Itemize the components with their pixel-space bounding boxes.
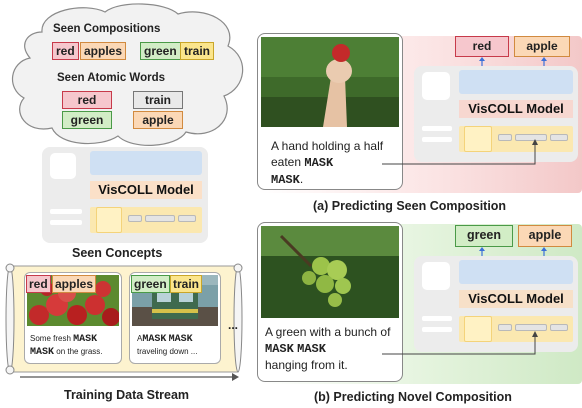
model-top-bar bbox=[90, 151, 202, 175]
green-apples-image bbox=[261, 226, 399, 318]
model-token-cell bbox=[515, 324, 547, 331]
hand-apple-image bbox=[261, 37, 399, 127]
comp-red-tag: red bbox=[52, 42, 79, 60]
model-image-slot bbox=[422, 262, 450, 290]
seen-atomic-title: Seen Atomic Words bbox=[57, 72, 165, 84]
viscoll-model-panel-a: VisCOLL Model bbox=[414, 66, 578, 162]
card2-text-b: traveling down ... bbox=[137, 347, 198, 356]
panel-a-output-red: red bbox=[455, 36, 509, 57]
card1-mask-1: MASK bbox=[73, 334, 98, 345]
panel-a-caption: (a) Predicting Seen Composition bbox=[313, 199, 507, 213]
panel-b-model-label: VisCOLL Model bbox=[459, 290, 573, 308]
card2-mask-2: MASK bbox=[168, 334, 193, 345]
card2-train-tag: train bbox=[170, 275, 203, 293]
comp-green-tag: green bbox=[140, 42, 181, 60]
panel-b-mask-2: MASK bbox=[297, 342, 326, 356]
panel-b-text-b: hanging from it. bbox=[265, 358, 348, 372]
panel-b-input-arrow bbox=[382, 331, 538, 355]
model-text-line bbox=[422, 137, 452, 142]
panel-b-output-green: green bbox=[455, 225, 513, 247]
model-text-line bbox=[422, 126, 452, 131]
model-text-line bbox=[422, 327, 452, 332]
card2-caption: AMASK MASK traveling down ... bbox=[137, 333, 221, 358]
panel-a-output-apple: apple bbox=[514, 36, 570, 57]
panel-a-mask-1: MASK bbox=[304, 156, 334, 170]
model-token-cell bbox=[515, 134, 547, 141]
panel-a-text: A hand holding a half eaten MASK MASK. bbox=[271, 138, 403, 188]
card2-green-tag: green bbox=[131, 275, 170, 293]
model-image-slot bbox=[422, 72, 450, 100]
stream-arrow bbox=[20, 373, 239, 381]
model-token-cell bbox=[498, 324, 512, 331]
panel-b-caption: (b) Predicting Novel Composition bbox=[314, 390, 512, 404]
model-token-highlight bbox=[464, 316, 492, 342]
card1-apples-tag: apples bbox=[52, 275, 97, 293]
stream-ellipsis: ... bbox=[228, 318, 239, 332]
concept-cloud bbox=[11, 3, 244, 146]
model-label: VisCOLL Model bbox=[90, 181, 202, 199]
model-text-line bbox=[50, 209, 82, 214]
card1-caption: Some fresh MASK MASK on the grass. bbox=[30, 333, 122, 359]
panel-a-mask-2: MASK bbox=[271, 173, 300, 187]
card1-red-tag: red bbox=[26, 275, 51, 293]
atomic-apple-tag: apple bbox=[133, 111, 183, 129]
training-stream-caption: Training Data Stream bbox=[64, 388, 190, 402]
card1-mask-2: MASK bbox=[30, 347, 55, 358]
seen-compositions-title: Seen Compositions bbox=[53, 23, 161, 35]
model-token-cell bbox=[550, 324, 568, 331]
panel-b-text-a: A green with a bunch of bbox=[265, 325, 391, 339]
model-text-line bbox=[50, 220, 82, 225]
comp-train-tag: train bbox=[180, 42, 215, 60]
seen-concepts-caption: Seen Concepts bbox=[72, 246, 163, 260]
panel-b-output-apple: apple bbox=[518, 225, 572, 247]
card1-text-a: Some fresh bbox=[30, 334, 71, 343]
model-image-slot bbox=[50, 153, 76, 179]
panel-a-input-arrow bbox=[382, 139, 538, 165]
panel-b-mask-1: MASK bbox=[265, 342, 294, 356]
card1-text-b: on the grass. bbox=[56, 347, 103, 356]
panel-b-text: A green with a bunch of MASK MASK hangin… bbox=[265, 324, 401, 373]
model-token-cell bbox=[128, 215, 142, 222]
atomic-green-tag: green bbox=[62, 111, 112, 129]
card2-mask-1: MASK bbox=[142, 334, 167, 345]
panel-a-text-b: . bbox=[299, 172, 304, 186]
model-token-highlight bbox=[96, 207, 122, 233]
atomic-train-tag: train bbox=[133, 91, 183, 109]
model-token-cell bbox=[498, 134, 512, 141]
model-token-highlight bbox=[464, 126, 492, 152]
model-token-cell bbox=[145, 215, 175, 222]
model-token-cell bbox=[550, 134, 568, 141]
card2-text-a: A bbox=[137, 334, 143, 343]
panel-a-text-a: A hand holding a half eaten bbox=[271, 139, 384, 169]
viscoll-model-panel-b: VisCOLL Model bbox=[414, 256, 578, 352]
model-top-bar bbox=[459, 70, 573, 94]
model-text-line bbox=[422, 316, 452, 321]
model-top-bar bbox=[459, 260, 573, 284]
atomic-red-tag: red bbox=[62, 91, 112, 109]
panel-a-model-label: VisCOLL Model bbox=[459, 100, 573, 118]
viscoll-model-seen: VisCOLL Model bbox=[42, 147, 208, 243]
comp-apples-tag: apples bbox=[80, 42, 127, 60]
model-token-cell bbox=[178, 215, 196, 222]
